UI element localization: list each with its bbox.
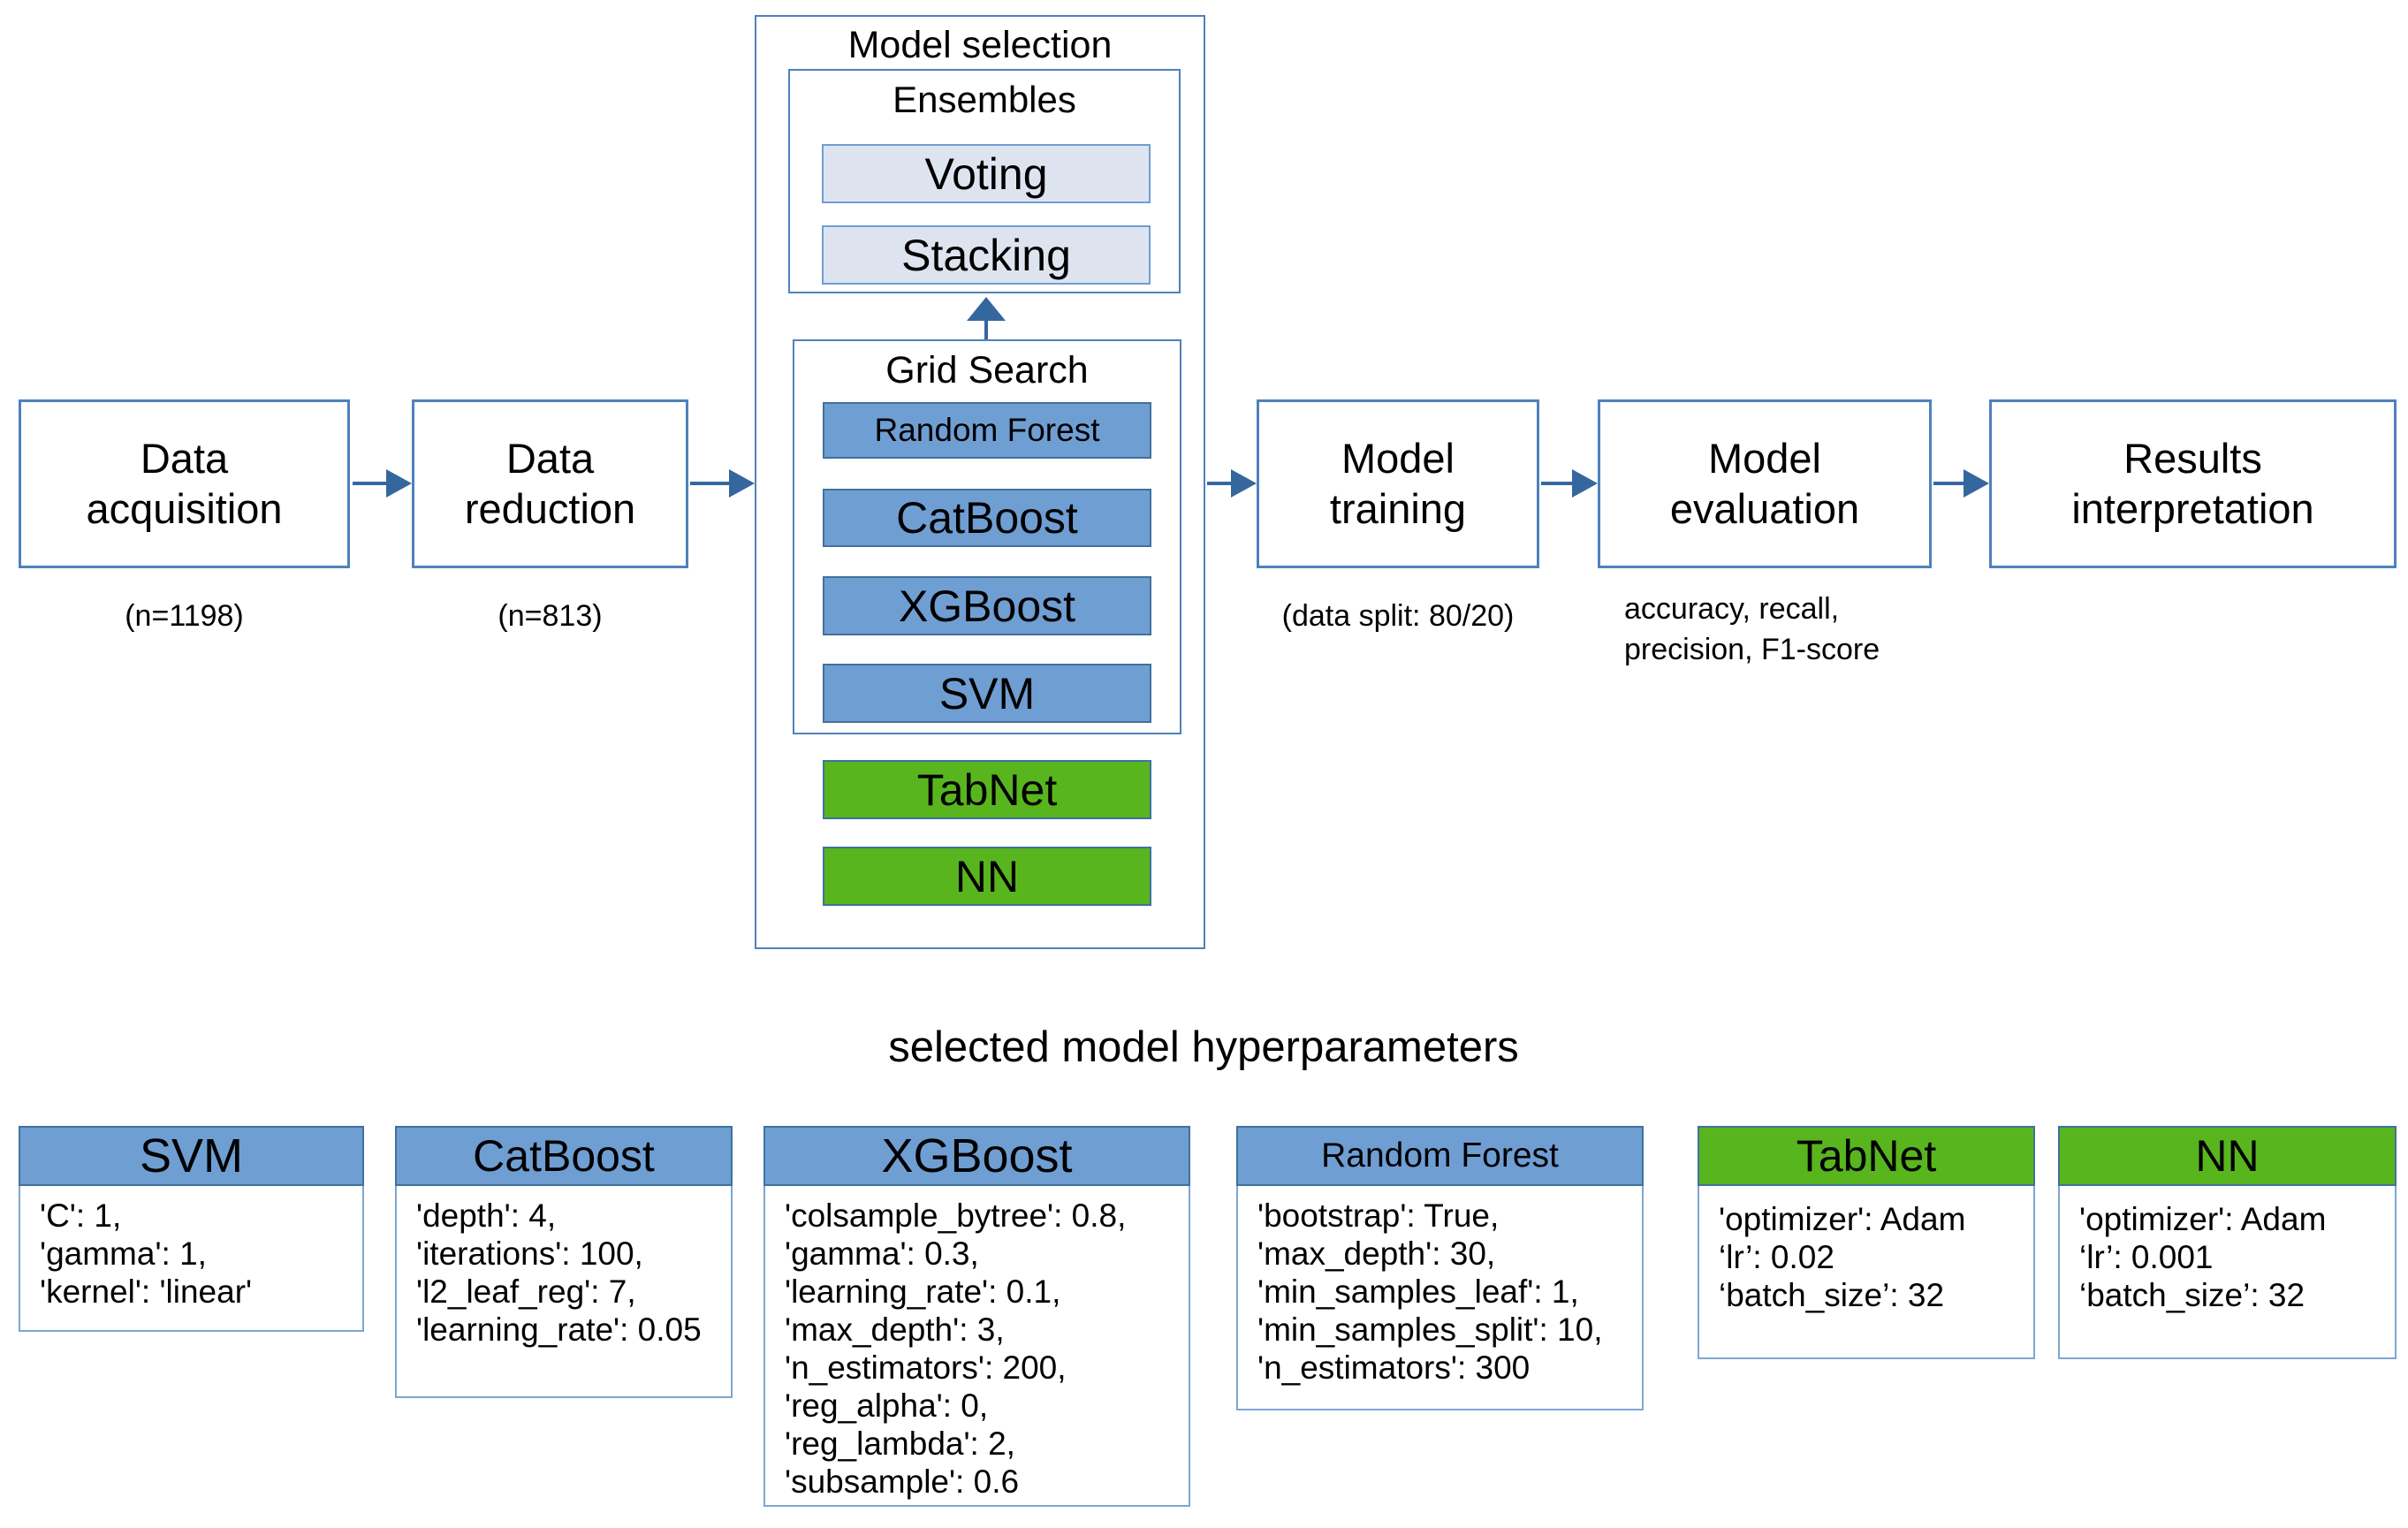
card-header-tabnet: TabNet bbox=[1698, 1126, 2035, 1186]
chip-tabnet: TabNet bbox=[823, 760, 1151, 819]
param-line: 'gamma': 1, bbox=[40, 1235, 207, 1272]
chip-xgboost: XGBoost bbox=[823, 576, 1151, 635]
param-line: 'max_depth': 3, bbox=[785, 1311, 1005, 1348]
param-line: 'kernel': 'linear' bbox=[40, 1273, 253, 1310]
param-line: 'min_samples_leaf': 1, bbox=[1257, 1273, 1579, 1310]
param-line: 'subsample': 0.6 bbox=[785, 1463, 1020, 1500]
arrow-right-icon bbox=[690, 466, 755, 501]
param-line: 'colsample_bytree': 0.8, bbox=[785, 1197, 1127, 1234]
model-selection-title: Model selection bbox=[847, 24, 1113, 66]
flow-box-label: Model training bbox=[1329, 435, 1467, 532]
arrow-head bbox=[1231, 469, 1257, 498]
flow-box-model-training: Model training bbox=[1257, 399, 1539, 568]
card-body-tabnet: 'optimizer': Adam ‘lr’: 0.02 ‘batch_size… bbox=[1698, 1186, 2035, 1359]
card-header-catboost: CatBoost bbox=[395, 1126, 733, 1186]
arrow-shaft bbox=[353, 482, 388, 485]
param-line: 'min_samples_split': 10, bbox=[1257, 1311, 1603, 1348]
card-body-xgboost: 'colsample_bytree': 0.8, 'gamma': 0.3, '… bbox=[763, 1186, 1190, 1507]
card-body-svm: 'C': 1, 'gamma': 1, 'kernel': 'linear' bbox=[19, 1186, 364, 1332]
param-line: ‘lr’: 0.001 bbox=[2079, 1239, 2214, 1275]
note-sample-size-acquisition: (n=1198) bbox=[125, 599, 244, 633]
chip-stacking: Stacking bbox=[822, 225, 1151, 285]
param-line: 'iterations': 100, bbox=[416, 1235, 643, 1272]
chip-random-forest: Random Forest bbox=[823, 402, 1151, 459]
arrow-shaft bbox=[1207, 482, 1233, 485]
card-body-nn: 'optimizer': Adam ‘lr’: 0.001 ‘batch_siz… bbox=[2058, 1186, 2397, 1359]
param-line: ‘batch_size’: 32 bbox=[2079, 1277, 2305, 1313]
arrow-right-icon bbox=[1207, 466, 1257, 501]
param-line: 'n_estimators': 200, bbox=[785, 1349, 1067, 1386]
arrow-right-icon bbox=[1541, 466, 1598, 501]
param-line: 'C': 1, bbox=[40, 1197, 122, 1234]
flow-box-label: Model evaluation bbox=[1669, 435, 1860, 532]
arrow-up-icon bbox=[967, 297, 1006, 340]
param-line: 'reg_lambda': 2, bbox=[785, 1425, 1015, 1462]
arrow-shaft bbox=[984, 318, 988, 340]
param-line: 'depth': 4, bbox=[416, 1197, 557, 1234]
param-line: 'max_depth': 30, bbox=[1257, 1235, 1496, 1272]
note-evaluation-metrics: accuracy, recall, precision, F1-score bbox=[1624, 589, 1995, 670]
chip-catboost: CatBoost bbox=[823, 489, 1151, 547]
arrow-head bbox=[967, 297, 1006, 321]
flow-box-data-reduction: Data reduction bbox=[412, 399, 688, 568]
param-line: 'gamma': 0.3, bbox=[785, 1235, 979, 1272]
param-line: 'n_estimators': 300 bbox=[1257, 1349, 1531, 1386]
arrow-right-icon bbox=[1933, 466, 1989, 501]
param-line: 'bootstrap': True, bbox=[1257, 1197, 1500, 1234]
flow-box-label: Results interpretation bbox=[2071, 435, 2314, 532]
card-header-xgboost: XGBoost bbox=[763, 1126, 1190, 1186]
note-line: precision, F1-score bbox=[1624, 633, 1880, 666]
arrow-right-icon bbox=[353, 466, 412, 501]
param-line: 'learning_rate': 0.1, bbox=[785, 1273, 1061, 1310]
card-header-svm: SVM bbox=[19, 1126, 364, 1186]
param-line: ‘batch_size’: 32 bbox=[1719, 1277, 1945, 1313]
arrow-shaft bbox=[690, 482, 731, 485]
arrow-head bbox=[1964, 469, 1989, 498]
ensembles-title: Ensembles bbox=[893, 79, 1076, 120]
card-body-random-forest: 'bootstrap': True, 'max_depth': 30, 'min… bbox=[1236, 1186, 1644, 1410]
arrow-shaft bbox=[1933, 482, 1965, 485]
flow-box-label: Data reduction bbox=[464, 435, 636, 532]
chip-voting: Voting bbox=[822, 144, 1151, 203]
flow-box-label: Data acquisition bbox=[86, 435, 283, 532]
card-header-nn: NN bbox=[2058, 1126, 2397, 1186]
param-line: 'optimizer': Adam bbox=[1719, 1201, 1966, 1237]
flow-box-model-evaluation: Model evaluation bbox=[1598, 399, 1932, 568]
hyperparameters-title: selected model hyperparameters bbox=[888, 1023, 1519, 1071]
param-line: 'l2_leaf_reg': 7, bbox=[416, 1273, 636, 1310]
arrow-head bbox=[729, 469, 755, 498]
card-header-random-forest: Random Forest bbox=[1236, 1126, 1644, 1186]
flow-box-results-interpretation: Results interpretation bbox=[1989, 399, 2397, 568]
param-line: 'learning_rate': 0.05 bbox=[416, 1311, 702, 1348]
param-line: 'optimizer': Adam bbox=[2079, 1201, 2327, 1237]
chip-svm: SVM bbox=[823, 664, 1151, 723]
note-data-split: (data split: 80/20) bbox=[1281, 599, 1515, 633]
arrow-head bbox=[1572, 469, 1598, 498]
param-line: 'reg_alpha': 0, bbox=[785, 1387, 989, 1424]
param-line: ‘lr’: 0.02 bbox=[1719, 1239, 1834, 1275]
chip-nn: NN bbox=[823, 847, 1151, 906]
note-sample-size-reduction: (n=813) bbox=[498, 599, 603, 633]
grid-search-title: Grid Search bbox=[885, 349, 1089, 392]
arrow-shaft bbox=[1541, 482, 1574, 485]
arrow-head bbox=[386, 469, 412, 498]
flow-box-data-acquisition: Data acquisition bbox=[19, 399, 350, 568]
card-body-catboost: 'depth': 4, 'iterations': 100, 'l2_leaf_… bbox=[395, 1186, 733, 1398]
note-line: accuracy, recall, bbox=[1624, 592, 1840, 626]
